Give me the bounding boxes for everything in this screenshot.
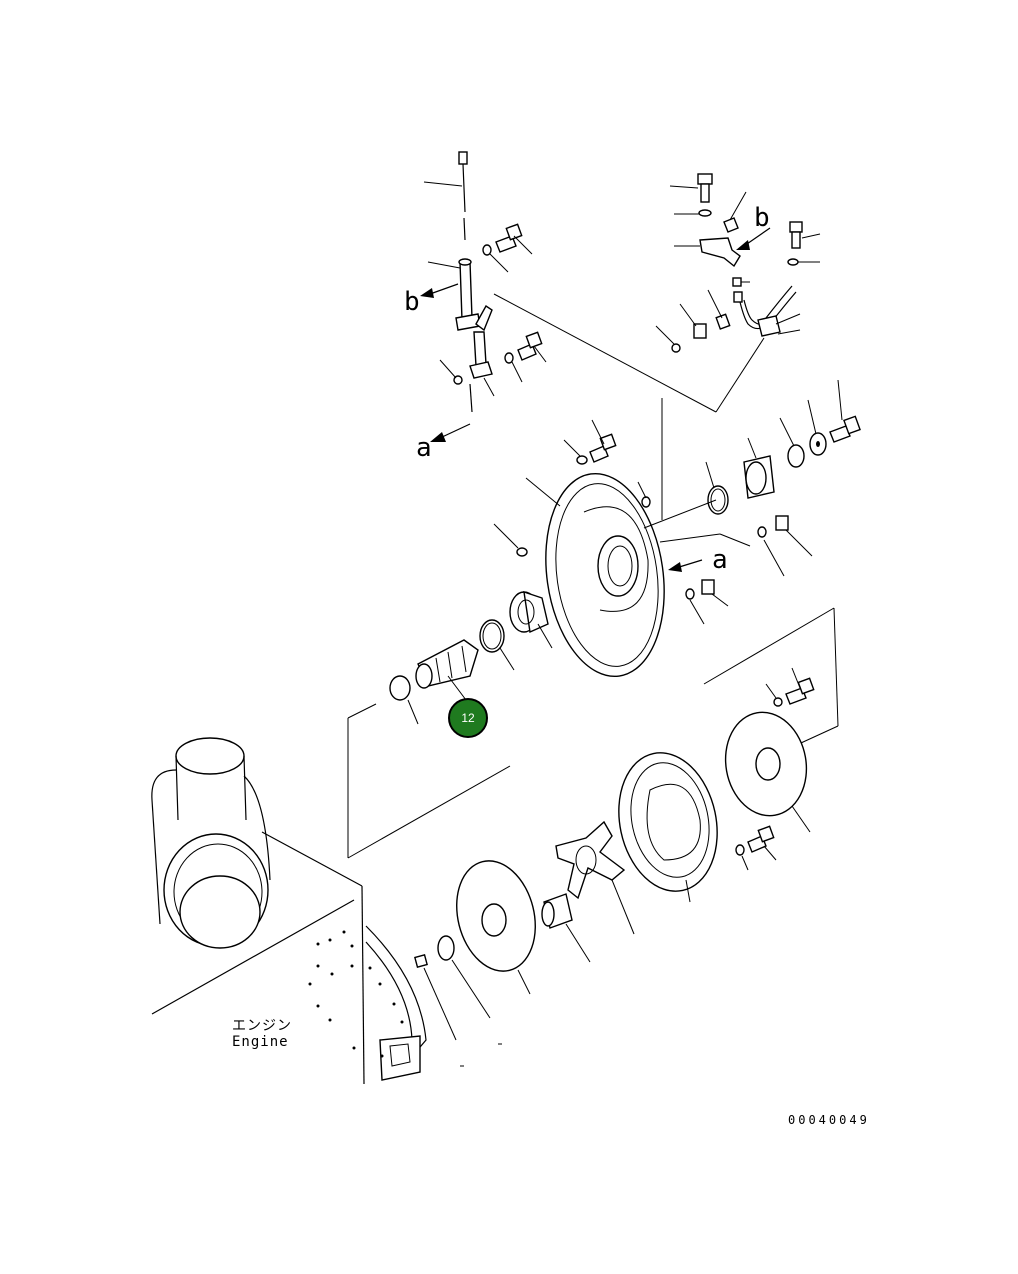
view-letter-a-left: a [416, 433, 432, 463]
view-letter-a-right: a [712, 545, 728, 575]
coupling-parts [414, 667, 815, 1067]
view-letter-b-left: b [404, 287, 420, 317]
callout-12[interactable]: 12 [448, 698, 488, 738]
engine-flywheel-housing [151, 737, 427, 1085]
drawing-code: 00040049 [788, 1113, 870, 1127]
breather-pipe-assembly [420, 151, 547, 442]
engine-label-english: Engine [232, 1034, 289, 1050]
leader-lines-top [493, 293, 765, 520]
engine-label-japanese: エンジン [232, 1018, 292, 1034]
housing-hardware [493, 379, 861, 625]
shaft-group [389, 590, 553, 725]
view-letter-b-right: b [754, 203, 770, 233]
pump-drive-housing [525, 472, 717, 678]
callout-12-number: 12 [461, 711, 475, 725]
group-bracket-lines [347, 607, 839, 859]
hose-bracket-assembly [655, 173, 821, 353]
